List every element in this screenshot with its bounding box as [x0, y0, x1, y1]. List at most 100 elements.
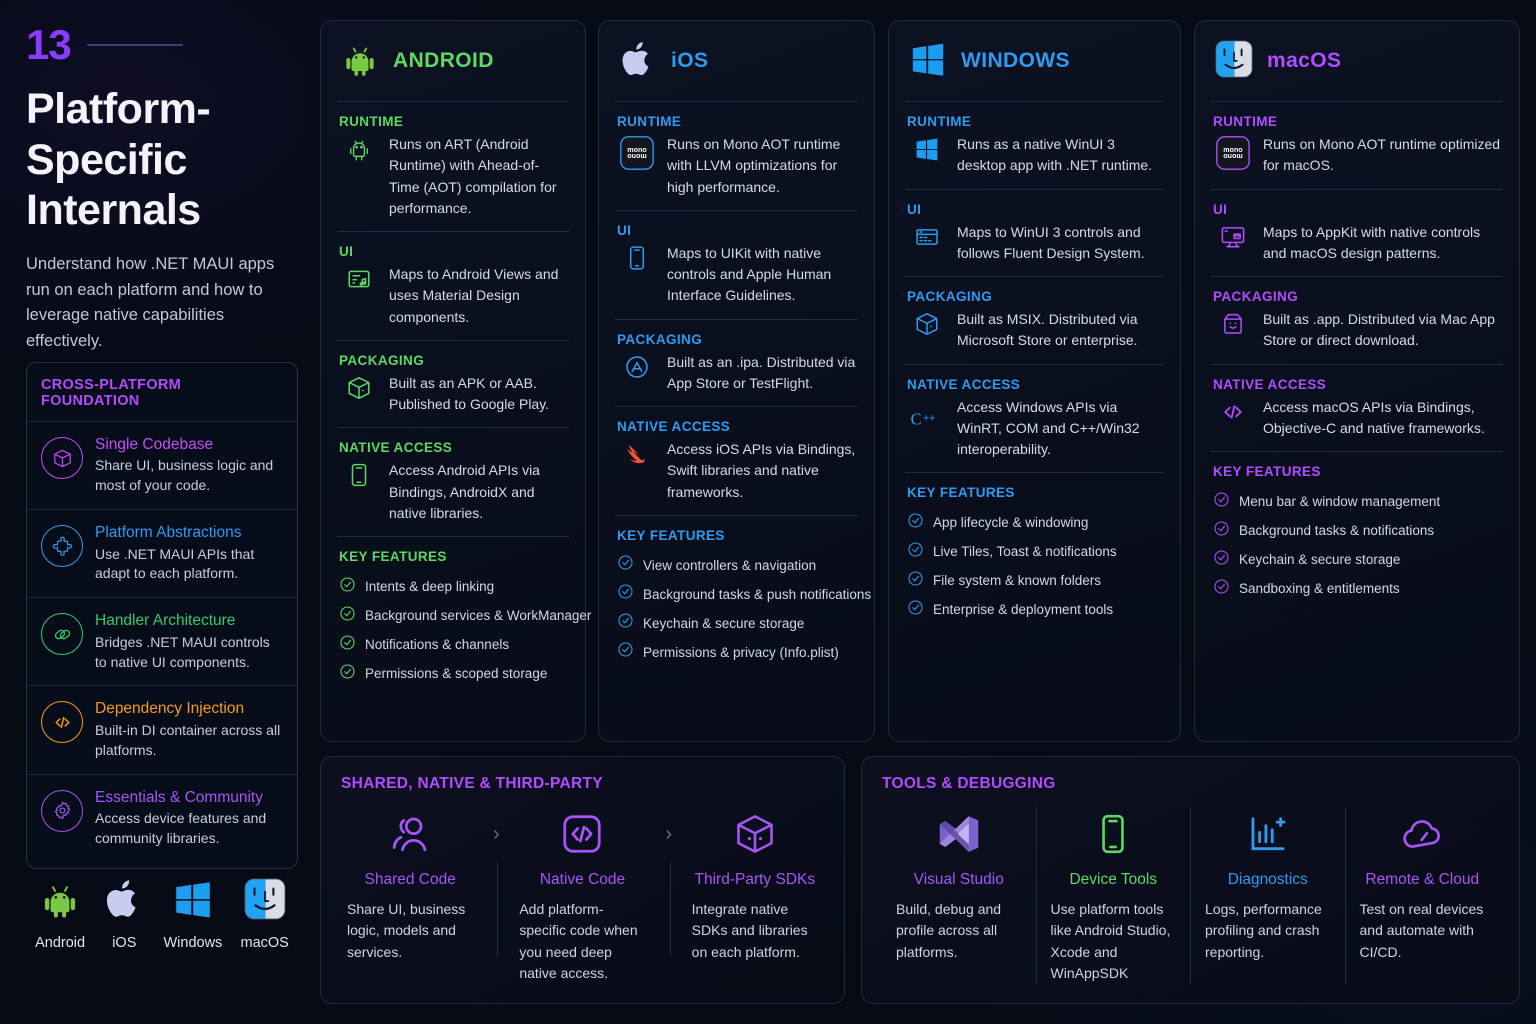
check-circle-icon: [907, 570, 924, 592]
tool-title: Visual Studio: [913, 871, 1004, 888]
foundation-item[interactable]: Platform Abstractions Use .NET MAUI APIs…: [27, 509, 297, 597]
feature-item: Sandboxing & entitlements: [1213, 574, 1503, 603]
page-title: Platform-Specific Internals: [26, 85, 211, 235]
section-text: Built as MSIX. Distributed via Microsoft…: [957, 311, 1138, 349]
section-body: Access iOS APIs via Bindings, Swift libr…: [615, 439, 858, 515]
card-title: iOS: [671, 49, 709, 72]
section-text: Maps to Android Views and uses Material …: [389, 266, 559, 325]
divider: [1211, 101, 1503, 102]
shared-flow-item: Third-Party SDKs Integrate native SDKs a…: [686, 807, 824, 963]
section-text: Maps to AppKit with native controls and …: [1263, 223, 1481, 261]
foundation-item-desc: Built-in DI container across all platfor…: [95, 721, 281, 758]
page-subtitle: Understand how .NET MAUI apps run on eac…: [26, 255, 275, 350]
tool-item: Device Tools Use platform tools like And…: [1035, 807, 1191, 985]
divider: [337, 427, 569, 429]
card-header: WINDOWS: [905, 21, 1164, 101]
feature-text: File system & known folders: [933, 573, 1102, 589]
feature-item: Notifications & channels: [339, 630, 569, 659]
foundation-item-desc: Bridges .NET MAUI controls to native UI …: [95, 633, 270, 670]
appstore-icon: [619, 352, 655, 380]
phone-icon: [341, 460, 377, 488]
windows-icon: [909, 40, 947, 83]
foundation-item[interactable]: Handler Architecture Bridges .NET MAUI c…: [27, 597, 297, 685]
section-label: NATIVE ACCESS: [907, 376, 1021, 392]
divider: [905, 472, 1164, 474]
feature-item: Live Tiles, Toast & notifications: [907, 537, 1164, 566]
section-body: Maps to AppKit with native controls and …: [1211, 222, 1503, 277]
platform-strip: Android iOS Windows macOS: [26, 878, 298, 951]
platform-strip-item[interactable]: Android: [35, 878, 85, 951]
features-list: App lifecycle & windowing Live Tiles, To…: [905, 508, 1164, 624]
feature-item: Background tasks & notifications: [1213, 516, 1503, 545]
tool-desc: Test on real devices and automate with C…: [1359, 901, 1484, 960]
tools-debugging-panel: TOOLS & DEBUGGING Visual Studio Build, d…: [861, 756, 1520, 1004]
section-text: Access Windows APIs via WinRT, COM and C…: [957, 398, 1140, 458]
platform-strip-label: Windows: [163, 935, 223, 951]
iphone-icon: [619, 243, 655, 271]
card-title: ANDROID: [393, 49, 494, 72]
section-label: PACKAGING: [617, 331, 703, 347]
platform-strip-item[interactable]: macOS: [241, 878, 289, 951]
apple-icon: [103, 878, 145, 925]
section-label: UI: [907, 201, 922, 217]
code-brackets-icon: [41, 701, 83, 744]
section-text: Runs on ART (Android Runtime) with Ahead…: [389, 136, 557, 216]
divider: [337, 536, 569, 538]
cloud-icon: [1401, 807, 1443, 861]
section-text: Maps to WinUI 3 controls and follows Flu…: [957, 223, 1145, 261]
feature-text: Permissions & scoped storage: [365, 665, 548, 681]
foundation-item[interactable]: Essentials & Community Access device fea…: [27, 773, 297, 862]
platform-strip-item[interactable]: iOS: [103, 878, 145, 951]
feature-item: Intents & deep linking: [339, 572, 569, 601]
foundation-item[interactable]: Single Codebase Share UI, business logic…: [27, 421, 297, 509]
section-text: Runs on Mono AOT runtime optimized for m…: [1263, 136, 1501, 174]
feature-item: File system & known folders: [907, 566, 1164, 595]
divider: [905, 363, 1164, 365]
shared-flow-title: Shared Code: [364, 871, 456, 888]
section-body: Built as MSIX. Distributed via Microsoft…: [905, 309, 1164, 364]
platform-strip-item[interactable]: Windows: [163, 878, 222, 951]
section-label: RUNTIME: [617, 114, 682, 129]
foundation-item-title: Single Codebase: [95, 436, 214, 453]
section-text: Access macOS APIs via Bindings, Objectiv…: [1263, 398, 1485, 436]
shared-flow-desc: Integrate native SDKs and libraries on e…: [691, 901, 808, 960]
divider: [337, 231, 569, 233]
features-list: View controllers & navigation Background…: [615, 551, 871, 667]
feature-text: View controllers & navigation: [643, 557, 817, 573]
card-title: macOS: [1267, 49, 1342, 72]
divider: [1211, 451, 1503, 453]
divider: [905, 276, 1164, 278]
device-phone-icon: [1092, 807, 1134, 861]
section-text: Built as an APK or AAB. Published to Goo…: [389, 374, 550, 413]
section-label: RUNTIME: [339, 114, 404, 129]
section-number-row: 13: [26, 22, 298, 68]
winui-window-icon: [909, 222, 945, 250]
divider: [669, 862, 671, 957]
windows-icon: [909, 134, 945, 162]
chevron-right-icon: ›: [492, 822, 500, 845]
svg-text:++: ++: [923, 412, 935, 424]
feature-item: Permissions & scoped storage: [339, 659, 569, 688]
feature-item: Permissions & privacy (Info.plist): [617, 638, 858, 667]
chevron-right-icon: ›: [665, 822, 672, 845]
package-cube-icon: [909, 309, 945, 337]
section-text: Access iOS APIs via Bindings, Swift libr…: [667, 441, 856, 500]
users-icon: [388, 807, 432, 861]
section-text: Maps to UIKit with native controls and A…: [667, 244, 832, 304]
section-body: Built as .app. Distributed via Mac App S…: [1211, 309, 1503, 364]
package-cube-icon: [341, 373, 377, 401]
foundation-item-desc: Use .NET MAUI APIs that adapt to each pl…: [95, 545, 255, 582]
tool-title: Remote & Cloud: [1365, 871, 1480, 888]
section-body: Maps to WinUI 3 controls and follows Flu…: [905, 222, 1164, 277]
check-circle-icon: [1213, 549, 1230, 571]
tool-desc: Use platform tools like Android Studio, …: [1050, 901, 1171, 981]
foundation-item[interactable]: Dependency Injection Built-in DI contain…: [27, 685, 297, 773]
features-list: Intents & deep linking Background servic…: [337, 572, 591, 688]
code-brackets-icon: [1215, 397, 1251, 425]
section-label: PACKAGING: [1213, 289, 1299, 305]
feature-item: Enterprise & deployment tools: [907, 595, 1164, 624]
